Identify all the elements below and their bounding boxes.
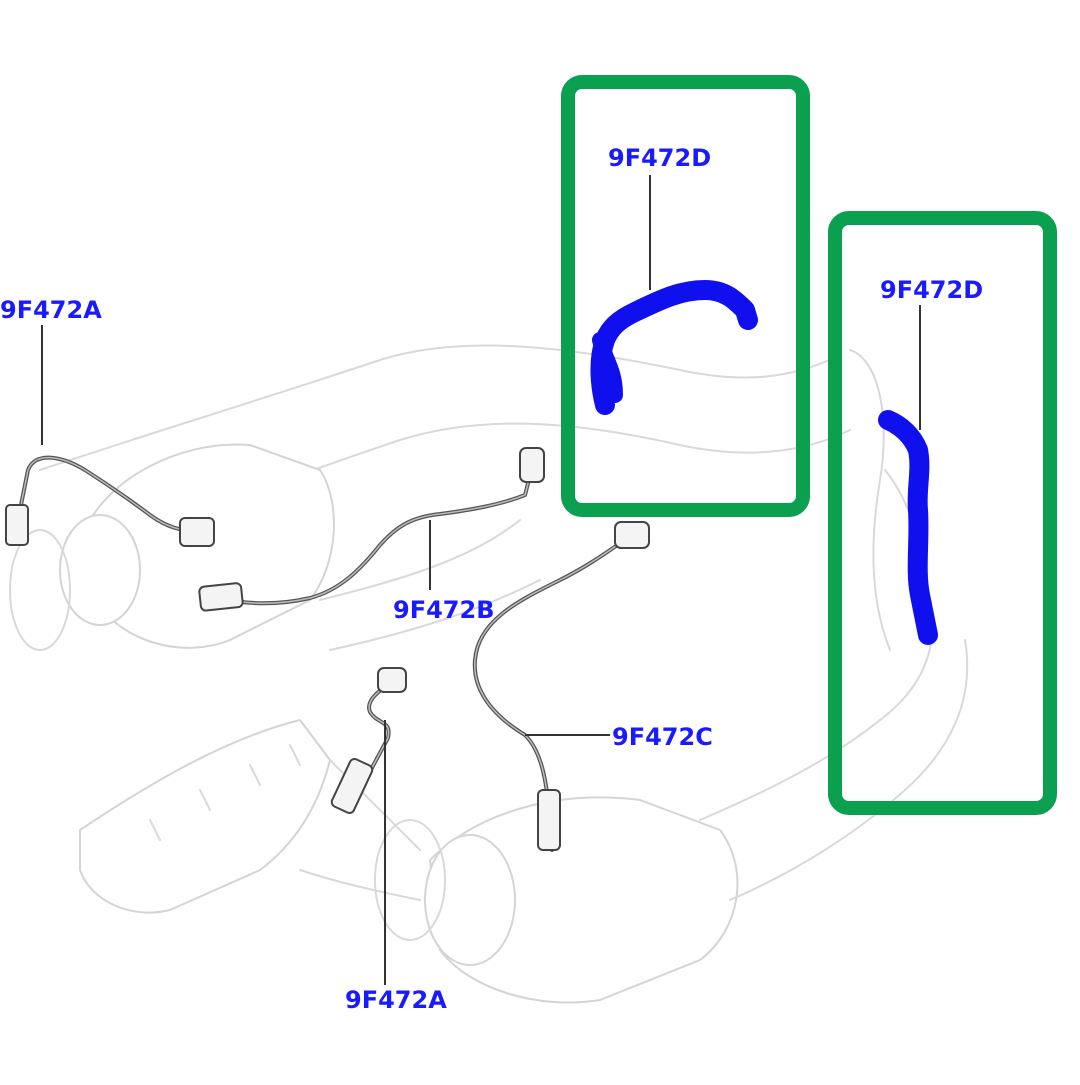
part-labels: 9F472A 9F472B 9F472C 9F472A 9F472D 9F472… xyxy=(0,144,983,1014)
center-pipe xyxy=(319,519,541,651)
highlight-box xyxy=(828,211,1057,815)
harness-connector xyxy=(179,517,215,547)
left-manifold-studs xyxy=(149,744,301,841)
oxygen-sensor-icon xyxy=(330,758,374,814)
sensor-9F472A-bottom[interactable] xyxy=(330,667,407,815)
oxygen-sensor-icon xyxy=(537,789,561,851)
lower-pipe-bottom-edge xyxy=(729,639,969,901)
harness-connector xyxy=(614,521,650,549)
left-exhaust-manifold xyxy=(79,719,331,914)
exhaust-outline xyxy=(9,344,969,1004)
right-pipe-bend-a xyxy=(849,349,891,651)
lower-converter-flange xyxy=(374,819,446,941)
sensor-harness-core xyxy=(17,456,199,533)
highlight-scribble-tail xyxy=(592,332,623,403)
lower-converter-inlet xyxy=(424,834,516,966)
part-label-9F472D-top: 9F472D xyxy=(608,144,711,172)
harness-connector xyxy=(519,447,545,483)
part-label-9F472D-right: 9F472D xyxy=(880,276,983,304)
sensor-harness-core xyxy=(214,467,533,604)
sensor-9F472C[interactable] xyxy=(472,521,650,852)
upper-converter-flange xyxy=(9,529,71,651)
oxygen-sensor-icon xyxy=(198,582,244,612)
lower-pipe-top-edge xyxy=(699,599,934,821)
highlight-right[interactable] xyxy=(828,211,1057,815)
sensor-harness-core xyxy=(474,534,633,851)
part-label-9F472A-left: 9F472A xyxy=(0,296,102,324)
upper-converter-end xyxy=(59,514,141,626)
upper-pipe-top-edge xyxy=(39,344,841,471)
part-label-9F472B: 9F472B xyxy=(393,596,494,624)
sensor-9F472A-left[interactable] xyxy=(5,455,215,547)
highlight-top[interactable] xyxy=(561,75,810,517)
oxygen-sensor-icon xyxy=(5,504,29,546)
leader-lines xyxy=(41,175,921,985)
lower-catalytic-converter xyxy=(429,796,739,1004)
part-label-9F472A-bottom: 9F472A xyxy=(345,986,447,1014)
sensor-9F472B[interactable] xyxy=(198,447,545,612)
part-label-9F472C: 9F472C xyxy=(612,723,713,751)
highlight-scribble xyxy=(878,410,938,645)
lower-left-pipe xyxy=(299,759,421,901)
highlight-box xyxy=(561,75,810,517)
harness-connector xyxy=(377,667,407,693)
